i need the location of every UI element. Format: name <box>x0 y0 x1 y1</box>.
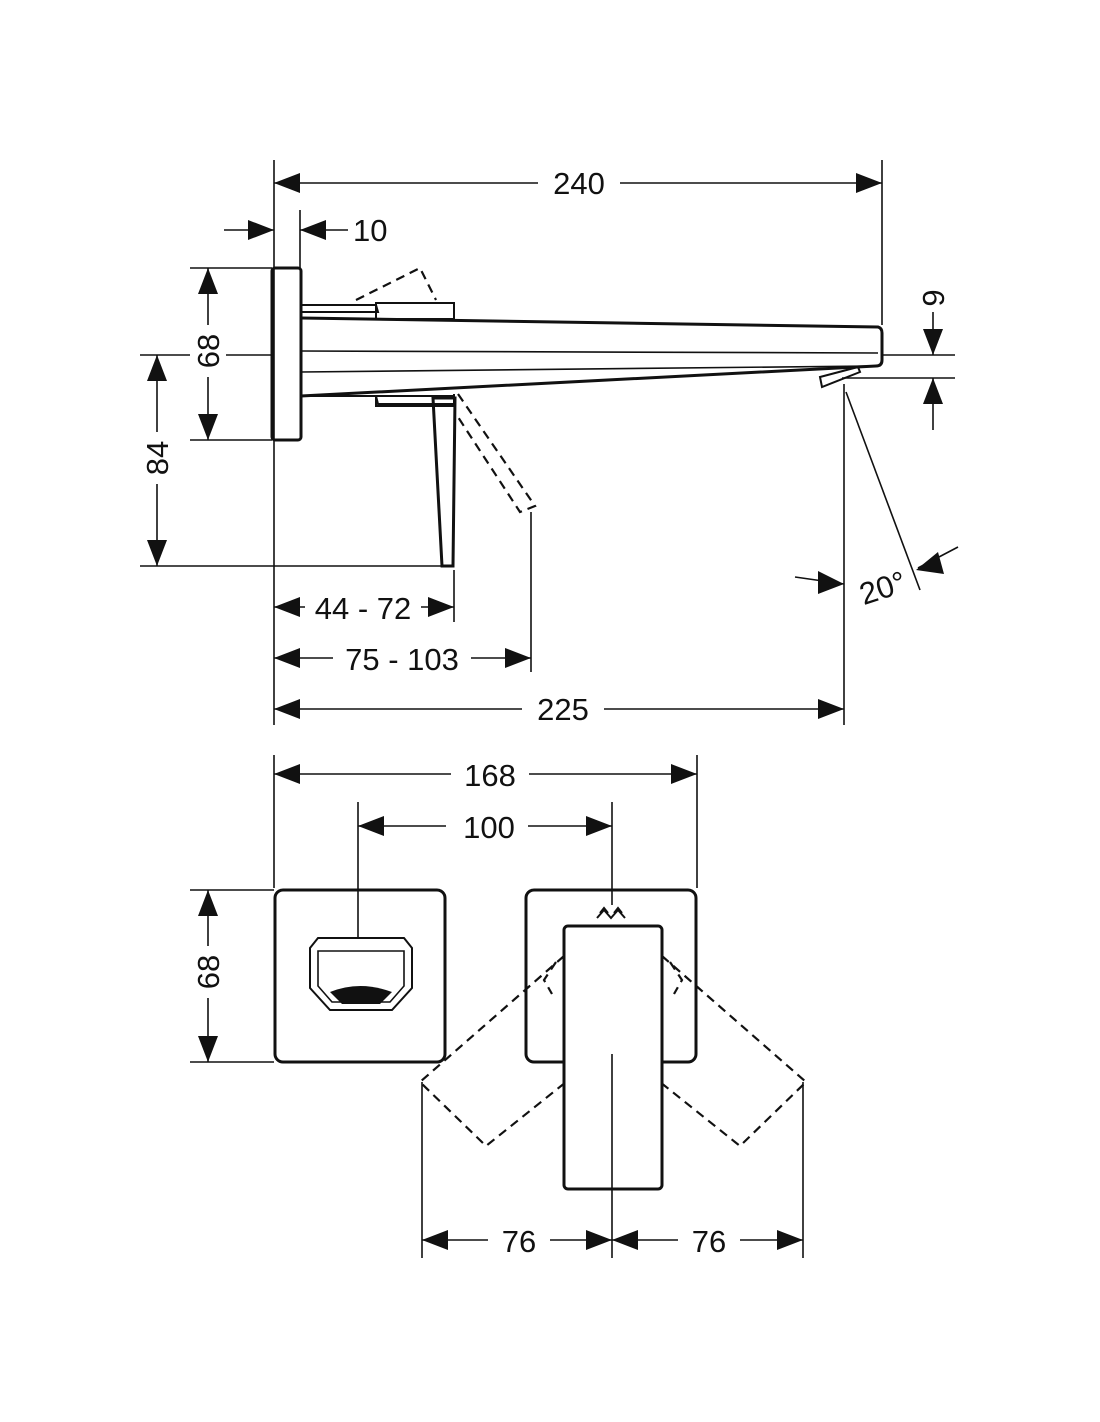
dim-168: 168 <box>274 756 697 793</box>
dim-68-side-label: 68 <box>191 334 226 368</box>
lever-side <box>431 396 457 568</box>
dim-76-left-label: 76 <box>502 1224 536 1259</box>
aerator <box>818 365 862 389</box>
front-view <box>273 888 808 1191</box>
dim-100: 100 <box>358 808 612 845</box>
dim-75-103-label: 75 - 103 <box>345 642 459 677</box>
lever-front <box>562 924 664 1191</box>
dim-100-label: 100 <box>463 810 515 845</box>
dim-10: 10 <box>224 213 387 248</box>
dim-84-label: 84 <box>140 441 175 475</box>
left-plate-front <box>273 888 447 1064</box>
lever-swing-right <box>659 955 808 1148</box>
dim-240: 240 <box>274 165 882 201</box>
dim-9-label: 9 <box>916 289 951 306</box>
front-extension-lines <box>190 755 804 1258</box>
dim-44-72-label: 44 - 72 <box>315 591 412 626</box>
dim-76-left: 76 <box>422 1222 612 1259</box>
dim-9: 9 <box>916 289 951 430</box>
dim-20-deg-label: 20° <box>855 564 910 612</box>
diverter-knob <box>309 937 413 1011</box>
dim-20-deg: 20° <box>794 546 959 612</box>
dim-225-label: 225 <box>537 692 589 727</box>
dim-10-label: 10 <box>353 213 387 248</box>
dim-44-72: 44 - 72 <box>274 590 454 626</box>
side-view <box>270 266 884 568</box>
dim-76-right-label: 76 <box>692 1224 726 1259</box>
dim-76-right: 76 <box>612 1222 803 1259</box>
lever-side-raised <box>355 266 437 301</box>
spout-body <box>300 316 884 398</box>
dim-225: 225 <box>274 691 844 727</box>
diverter-mark <box>330 986 392 1004</box>
hot-cold-icon <box>596 908 626 920</box>
dim-84: 84 <box>139 355 175 566</box>
dim-68-front-label: 68 <box>191 955 226 989</box>
dim-168-label: 168 <box>464 758 516 793</box>
dim-68-side: 68 <box>190 268 226 440</box>
dim-68-front: 68 <box>190 890 226 1062</box>
dim-75-103: 75 - 103 <box>274 641 531 677</box>
lever-swing-left <box>418 955 567 1148</box>
wall-plate-side <box>270 266 303 442</box>
side-extension-lines <box>140 160 955 725</box>
dim-240-label: 240 <box>553 166 605 201</box>
